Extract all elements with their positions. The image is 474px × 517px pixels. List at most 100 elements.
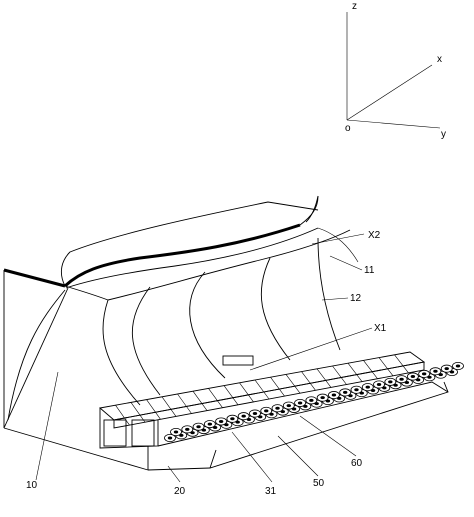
tray-divider <box>378 357 394 376</box>
trough-bottom <box>147 381 449 471</box>
leader-10 <box>35 371 59 481</box>
leader-11 <box>329 255 363 271</box>
roller-row <box>164 361 464 442</box>
x-axis-label: x <box>437 54 442 65</box>
roller-gear <box>328 391 340 400</box>
x-axis-line <box>346 64 433 121</box>
hood-side-curve <box>317 227 359 263</box>
fin-plates <box>7 237 341 421</box>
roller-gear <box>170 427 182 436</box>
housing-front-lip <box>64 285 109 301</box>
leader-20 <box>167 465 181 483</box>
roller-gear <box>305 396 318 405</box>
tray-divider <box>394 354 409 374</box>
tray-divider <box>161 396 177 417</box>
roller-gear <box>440 364 453 373</box>
tray-divider <box>316 368 332 388</box>
leader-31 <box>231 431 273 483</box>
label-x1: X1 <box>374 323 387 334</box>
roller-gear <box>260 406 273 415</box>
roller-gear <box>282 401 295 410</box>
roller-gear <box>418 369 431 378</box>
tray-divider <box>270 377 285 397</box>
hood-tip <box>299 195 319 226</box>
trough-edge <box>209 449 217 469</box>
coordinate-axes: z x y o <box>345 1 446 140</box>
y-axis-line <box>346 119 441 129</box>
base-trough <box>147 381 449 471</box>
tray-divider <box>223 385 239 405</box>
tray-divider <box>208 388 223 408</box>
roller-gear <box>249 409 261 418</box>
roller-gear <box>373 380 385 389</box>
tray-deck <box>98 351 426 470</box>
roller-gear <box>452 361 464 370</box>
fin-plate-1 <box>102 299 141 406</box>
label-31: 31 <box>265 486 277 497</box>
label-50: 50 <box>313 478 325 489</box>
roller-gear <box>192 422 205 431</box>
housing-top-rim <box>3 268 66 288</box>
roller-gear <box>350 385 363 394</box>
tray-divider <box>192 391 208 411</box>
roller-gear <box>226 414 239 423</box>
tray-end-frame <box>99 408 159 449</box>
housing-bottom-edge <box>3 427 149 471</box>
roller-gear <box>429 367 442 376</box>
tray-divider <box>254 379 270 400</box>
fin-plate-3 <box>189 271 226 379</box>
roller-gear <box>164 433 176 442</box>
origin-label: o <box>345 123 351 134</box>
fin-plate-outer <box>7 289 66 421</box>
trough-lip <box>157 381 449 447</box>
hood-lower-edge <box>65 227 319 289</box>
hood-tip-inner <box>305 195 319 223</box>
fin-plate-5 <box>317 237 341 351</box>
leader-x2 <box>311 233 365 245</box>
z-axis-label: z <box>352 1 357 12</box>
tray-dividers <box>115 354 409 426</box>
hood-surface <box>60 195 359 301</box>
tray-divider <box>146 399 161 420</box>
fin-plate-2 <box>132 286 161 396</box>
leader-12 <box>321 297 349 301</box>
leader-x1 <box>249 327 373 371</box>
end-bracket-right <box>131 419 155 447</box>
roller-gear <box>294 398 306 407</box>
housing-diagonal <box>3 287 69 429</box>
tray-divider <box>363 360 378 379</box>
hood-front-rim <box>63 223 301 288</box>
label-x2: X2 <box>368 230 381 241</box>
tray-divider <box>130 402 146 423</box>
tray-divider <box>239 382 254 403</box>
housing-body <box>3 268 149 471</box>
roller-gear <box>271 404 284 413</box>
tray-divider <box>285 374 301 394</box>
roller-gear <box>406 372 419 381</box>
hood-back-edge <box>60 201 319 287</box>
tray-divider <box>301 371 316 391</box>
tray-divider <box>115 405 130 426</box>
roller-gear <box>339 388 352 397</box>
label-11: 11 <box>364 265 375 276</box>
fin-plate-4 <box>260 257 291 361</box>
label-12: 12 <box>350 293 362 304</box>
label-10: 10 <box>26 480 38 491</box>
label-20: 20 <box>174 486 186 497</box>
roller-gear <box>237 412 250 421</box>
y-axis-label: y <box>441 129 446 140</box>
roller-gear <box>215 417 228 426</box>
reference-labels: X2 11 12 X1 10 20 31 50 60 <box>26 230 387 497</box>
tray-divider <box>347 363 363 382</box>
leader-60 <box>299 415 357 457</box>
label-60: 60 <box>351 458 363 469</box>
tray-divider <box>332 365 347 385</box>
tray-divider <box>177 393 192 414</box>
roller-gear <box>203 420 216 429</box>
roller-gear <box>384 377 397 386</box>
hood-inner-contour <box>107 229 351 301</box>
roller-gear <box>361 383 374 392</box>
center-block <box>222 355 254 366</box>
roller-gear <box>316 393 329 402</box>
